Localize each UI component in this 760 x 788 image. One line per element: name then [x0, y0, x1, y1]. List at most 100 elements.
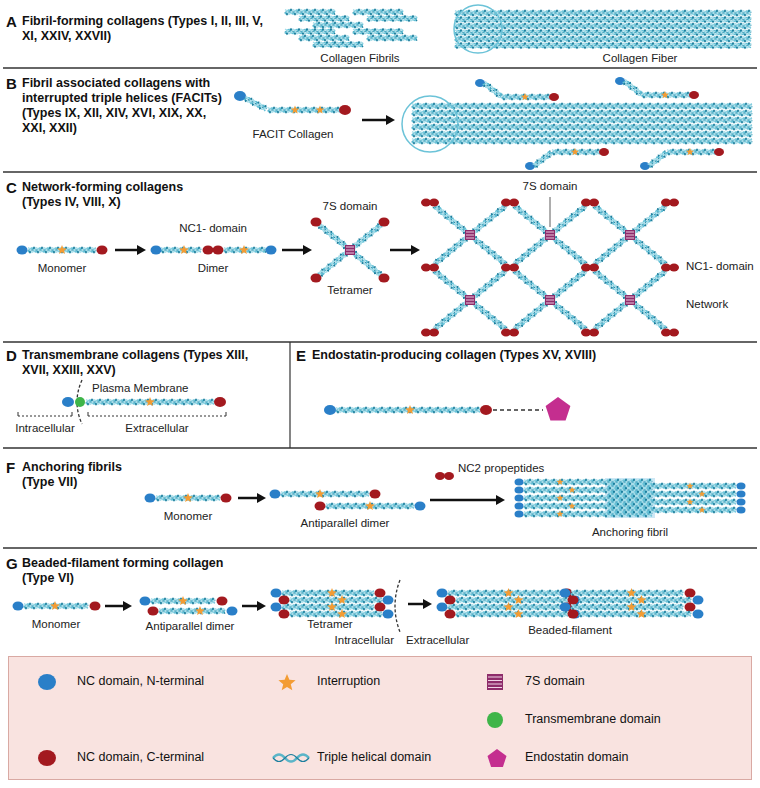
process-arrow: [115, 249, 139, 252]
helix-strand: [483, 81, 503, 98]
nc-domain: [383, 596, 394, 605]
helix-strand: [608, 484, 736, 488]
nc-domain: [509, 264, 519, 272]
helix-strand: [290, 612, 382, 617]
swatch-7s: [487, 674, 503, 690]
helix-strand: [367, 16, 417, 20]
nc-domain: [444, 472, 454, 480]
interruption-star: [178, 596, 188, 605]
helix-strand: [622, 79, 643, 97]
helix-strand: [455, 24, 751, 29]
helix-strand: [648, 151, 668, 168]
nc-domain: [515, 511, 524, 518]
helix-strand: [608, 491, 736, 496]
swatch-star: [278, 674, 295, 690]
helix-strand: [608, 499, 736, 504]
helix-strand: [608, 492, 736, 497]
helix-strand: [282, 590, 374, 595]
triple-helix: [313, 22, 363, 27]
helix-strand: [412, 124, 752, 129]
triple-helix: [367, 35, 417, 40]
panel-letter: E: [296, 347, 306, 365]
legend-swatch: [479, 747, 523, 769]
process-arrow: [238, 497, 259, 500]
helix-strand: [608, 507, 736, 512]
triple-helix: [448, 604, 560, 609]
triple-helix: [353, 9, 403, 14]
helix-strand: [456, 597, 568, 602]
triple-helix: [448, 590, 560, 595]
helix-strand: [367, 16, 417, 21]
nc-domain: [693, 596, 704, 605]
7s-stripe: [626, 297, 634, 298]
helix-strand: [159, 609, 225, 614]
annotation-label: Extracellular: [125, 422, 188, 436]
helix-strand: [455, 10, 751, 15]
helix-strand: [456, 612, 568, 617]
panel-heading: Beaded-filament forming collagen (Type V…: [22, 556, 242, 586]
arrow-head: [257, 601, 266, 611]
nc-domain: [375, 589, 386, 598]
nc-domain: [737, 507, 746, 514]
7s-stripe: [466, 303, 474, 304]
nc-domain: [445, 596, 456, 605]
helix-strand: [290, 611, 382, 616]
triple-helix: [455, 10, 751, 15]
triple-helix: [608, 483, 736, 488]
helix-strand: [299, 16, 349, 20]
7s-stripe: [466, 300, 474, 301]
legend-swatch: [271, 671, 315, 693]
plasma-membrane: [395, 580, 400, 632]
helix-strand: [648, 151, 668, 168]
triple-helix: [244, 96, 268, 112]
helix-strand: [455, 30, 751, 34]
helix-strand: [579, 598, 691, 602]
helix-strand: [281, 492, 369, 497]
nc-domain: [203, 246, 214, 255]
nc-domain: [714, 148, 724, 156]
helix-strand: [353, 29, 403, 33]
triple-helix: [290, 611, 382, 616]
nc-domain: [737, 491, 746, 498]
helix-strand: [571, 591, 683, 596]
helix-strand: [579, 598, 691, 603]
legend-text: Triple helical domain: [317, 750, 431, 765]
nc-domain: [217, 597, 228, 606]
panel-separator: [3, 447, 757, 449]
arrow-head: [257, 493, 266, 503]
helix-strand: [455, 43, 751, 47]
triple-helix: [281, 491, 369, 496]
fiber-outline: [454, 5, 502, 53]
nc-domain: [315, 502, 326, 511]
helix-strand: [448, 591, 560, 596]
bracket: [72, 412, 73, 416]
helix-strand: [455, 43, 751, 48]
process-arrow: [105, 605, 125, 608]
helix-strand: [412, 118, 752, 122]
nc-domain: [525, 162, 535, 170]
interruption-star: [145, 397, 155, 406]
helix-strand: [285, 29, 335, 33]
nc-domain: [97, 246, 108, 255]
legend-text: NC domain, N-terminal: [77, 674, 204, 689]
panel-band: EEndostatin-producing collagen (Types XV…: [290, 342, 760, 448]
interruption-star: [365, 501, 375, 510]
process-arrow: [408, 603, 425, 606]
arrow-head: [123, 601, 132, 611]
helix-strand: [281, 492, 369, 496]
nc-domain: [379, 274, 390, 283]
nc-domain: [429, 264, 439, 272]
nc-domain: [429, 329, 439, 337]
panel-letter: D: [6, 347, 17, 365]
annotation-label: Extracellular: [406, 634, 469, 648]
nc-domain: [145, 494, 156, 503]
helix-strand: [290, 597, 382, 602]
helix-strand: [448, 605, 560, 609]
helix-strand: [455, 30, 751, 35]
helix-strand: [412, 110, 752, 115]
helix-strand: [623, 79, 643, 96]
interruption-star: [337, 595, 347, 604]
interruption-star: [327, 588, 337, 597]
nc-domain: [311, 274, 322, 283]
